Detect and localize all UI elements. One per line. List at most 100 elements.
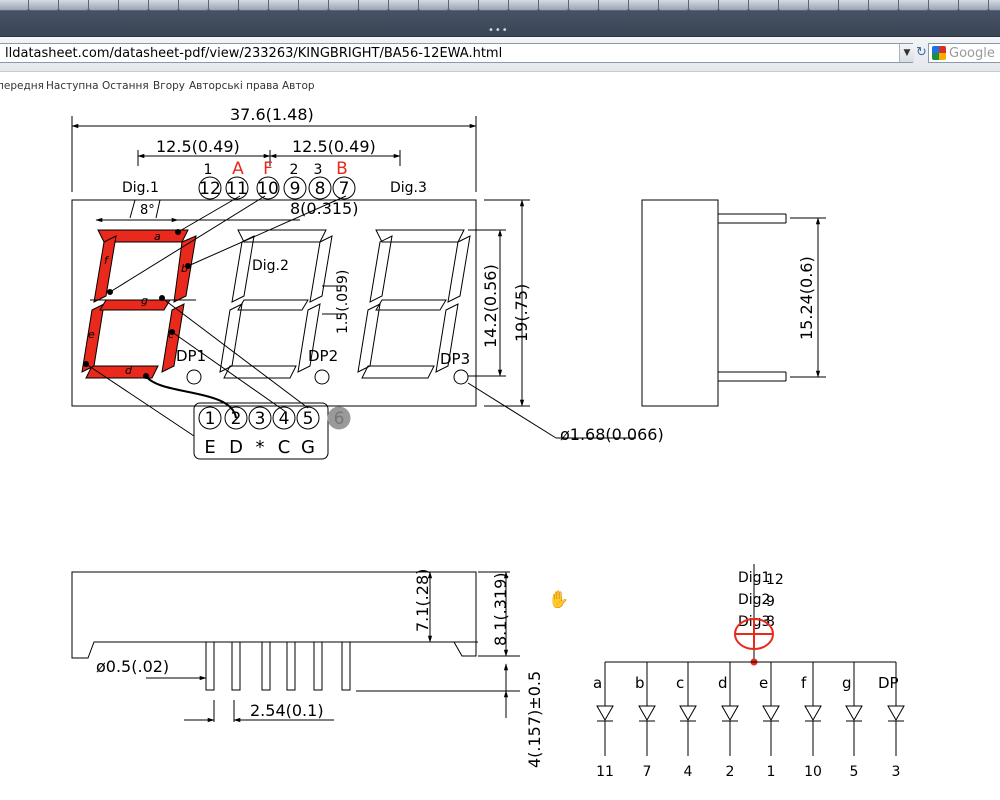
nav-link-top[interactable]: Вгору — [153, 80, 186, 92]
taskbar-button[interactable] — [0, 0, 29, 11]
nav-link-author[interactable]: Автор — [282, 80, 315, 92]
dp-label-3: DP3 — [440, 350, 470, 368]
top-pin-circle — [225, 176, 249, 200]
taskbar-button[interactable] — [598, 0, 629, 11]
top-pin-number: 9 — [290, 179, 301, 199]
top-pin-circle — [256, 176, 280, 200]
diode-symbol — [596, 705, 614, 722]
taskbar-button[interactable] — [838, 0, 869, 11]
diode-symbol — [845, 705, 863, 722]
schematic-digit-2-pin: 9 — [766, 594, 775, 610]
address-dropdown-icon[interactable]: ▼ — [899, 44, 914, 62]
segment-letter-b: b — [181, 262, 188, 275]
taskbar-button[interactable] — [298, 0, 329, 11]
pin-wires — [85, 195, 347, 437]
schematic-segment-label: a — [593, 674, 602, 692]
diode-symbol — [721, 705, 739, 722]
taskbar-button[interactable] — [538, 0, 569, 11]
bottom-pin-number: 3 — [255, 409, 266, 429]
taskbar-button[interactable] — [658, 0, 689, 11]
toolbar-grip[interactable]: ••• — [488, 25, 509, 36]
diode-symbol — [804, 705, 822, 722]
taskbar-button[interactable] — [238, 0, 269, 11]
nav-link-prev[interactable]: передня — [0, 80, 44, 92]
pin-lead — [205, 641, 215, 691]
dp-label-1: DP1 — [176, 347, 206, 365]
taskbar-button[interactable] — [208, 0, 239, 11]
taskbar-button[interactable] — [268, 0, 299, 11]
top-pin-circle — [308, 176, 332, 200]
google-icon[interactable] — [932, 46, 946, 60]
bottom-pin-label: * — [256, 437, 265, 458]
schematic: Dig1 12 Dig2 9 Dig3 8 a11b7c4d2e1f10g5DP… — [593, 564, 905, 780]
address-input[interactable] — [0, 43, 913, 63]
taskbar-button[interactable] — [118, 0, 149, 11]
dim-pin-diameter: ø0.5(.02) — [96, 657, 169, 676]
taskbar-button[interactable] — [778, 0, 809, 11]
schematic-segment-label: e — [759, 674, 768, 692]
bottom-pin-label: G — [301, 437, 315, 458]
taskbar-button[interactable] — [868, 0, 899, 11]
taskbar-button[interactable] — [148, 0, 179, 11]
top-pin-number: 7 — [339, 179, 350, 199]
top-pin-label: A — [232, 159, 244, 179]
taskbar-button[interactable] — [988, 0, 1000, 11]
taskbar-button[interactable] — [58, 0, 89, 11]
bottom-pin-circle — [198, 406, 222, 430]
diode-symbol — [638, 705, 656, 722]
schematic-pin-number: 1 — [767, 764, 776, 780]
taskbar-button[interactable] — [928, 0, 959, 11]
taskbar-button[interactable] — [88, 0, 119, 11]
schematic-digit-3-pin: 8 — [766, 614, 775, 630]
side-view — [641, 199, 826, 407]
diode-symbol — [679, 705, 697, 722]
search-box[interactable] — [928, 43, 1000, 63]
schematic-pin-number: 10 — [804, 764, 822, 780]
taskbar-button[interactable] — [418, 0, 449, 11]
decimal-point-2 — [314, 369, 330, 385]
schematic-pin-number: 11 — [596, 764, 614, 780]
top-pin-label: B — [336, 159, 348, 179]
bottom-pin-number: 6 — [334, 409, 345, 429]
bottom-pin-box — [193, 402, 329, 460]
digit-label-1: Dig.1 — [122, 180, 159, 196]
schematic-pin-number: 7 — [643, 764, 652, 780]
taskbar-button[interactable] — [808, 0, 839, 11]
dim-digit-pitch-right: 12.5(0.49) — [292, 137, 376, 156]
taskbar-button[interactable] — [358, 0, 389, 11]
taskbar-button[interactable] — [688, 0, 719, 11]
dim-char-height: 14.2(0.56) — [481, 264, 500, 348]
taskbar-button[interactable] — [448, 0, 479, 11]
taskbar-button[interactable] — [28, 0, 59, 11]
taskbar-button[interactable] — [388, 0, 419, 11]
search-input[interactable] — [949, 44, 1000, 62]
segment-letter-a: a — [154, 230, 161, 243]
digit-1-lit — [81, 229, 197, 379]
segment-f-lit — [93, 235, 117, 303]
refresh-icon[interactable]: ↻ — [916, 45, 927, 60]
schematic-segment-label: DP — [878, 674, 899, 692]
nav-link-next[interactable]: Наступна — [46, 80, 99, 92]
segment-c-lit — [161, 303, 185, 373]
taskbar-button[interactable] — [178, 0, 209, 11]
taskbar-button[interactable] — [328, 0, 359, 11]
taskbar-button[interactable] — [508, 0, 539, 11]
hand-grab-icon: ✋ — [548, 590, 570, 610]
nav-link-copyright[interactable]: Авторські права — [189, 80, 279, 92]
segment-b-lit — [173, 235, 197, 303]
top-pin-label: F — [263, 159, 273, 179]
pin-lead — [261, 641, 271, 691]
nav-link-last[interactable]: Остання — [102, 80, 149, 92]
bottom-pin-label: D — [229, 437, 243, 458]
taskbar-button[interactable] — [898, 0, 929, 11]
dp-label-2: DP2 — [308, 347, 338, 365]
taskbar-button[interactable] — [628, 0, 659, 11]
digit-label-3: Dig.3 — [390, 180, 427, 196]
taskbar-button[interactable] — [748, 0, 779, 11]
schematic-segment-label: g — [842, 674, 852, 692]
taskbar-button[interactable] — [478, 0, 509, 11]
taskbar-button[interactable] — [568, 0, 599, 11]
taskbar-button[interactable] — [958, 0, 989, 11]
taskbar-button[interactable] — [718, 0, 749, 11]
